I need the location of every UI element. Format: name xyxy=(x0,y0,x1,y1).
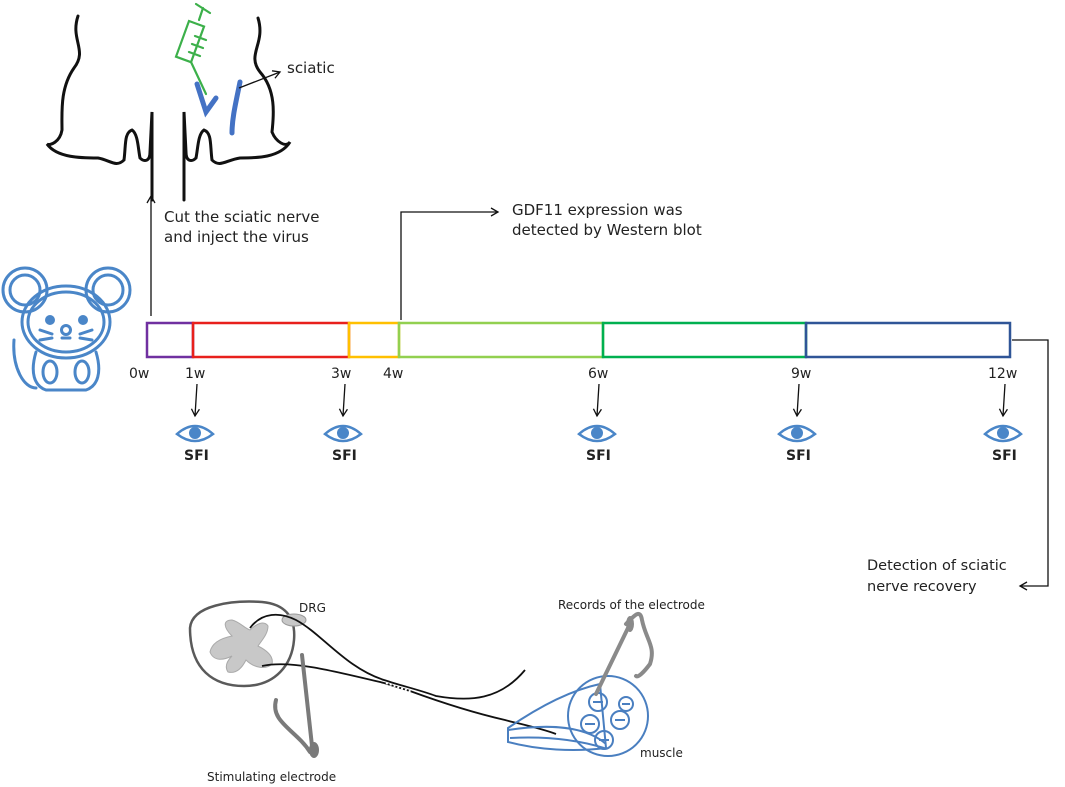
sfi-arrow-9w xyxy=(792,383,802,418)
eye-icon xyxy=(323,424,363,443)
recording-electrode-tip xyxy=(626,616,634,632)
surgery-step-line2: and inject the virus xyxy=(164,228,309,246)
timeline-segment-4w-6w xyxy=(397,321,605,359)
western-line2: detected by Western blot xyxy=(512,221,702,239)
timeline-bar xyxy=(145,321,1012,359)
nerve-fibers xyxy=(249,613,557,735)
spinal-cord-icon xyxy=(188,600,296,688)
timeline-segment-1w-3w xyxy=(191,321,351,359)
drg-label: DRG xyxy=(299,601,326,615)
tick-label-4w: 4w xyxy=(383,366,404,382)
tick-label-12w: 12w xyxy=(988,366,1018,382)
western-line1: GDF11 expression was xyxy=(512,201,683,219)
sciatic-pointer-arrow xyxy=(238,70,282,89)
stimulating-electrode-icon xyxy=(273,653,315,757)
stim-electrode-tip xyxy=(309,742,319,758)
sfi-label-6w: SFI xyxy=(586,448,611,464)
recovery-line2: nerve recovery xyxy=(867,579,977,595)
sfi-arrow-6w xyxy=(592,383,602,418)
tick-label-1w: 1w xyxy=(185,366,206,382)
sfi-arrow-3w xyxy=(338,383,348,418)
recording-electrode-icon xyxy=(594,611,654,696)
tick-label-6w: 6w xyxy=(588,366,609,382)
sfi-markers xyxy=(175,383,1023,443)
recovery-arrow xyxy=(1012,339,1049,591)
tick-label-9w: 9w xyxy=(791,366,812,382)
timeline-segment-6w-9w xyxy=(601,321,808,359)
eye-icon xyxy=(577,424,617,443)
records-label: Records of the electrode xyxy=(558,598,705,612)
eye-icon xyxy=(983,424,1023,443)
sfi-label-12w: SFI xyxy=(992,448,1017,464)
sfi-arrow-12w xyxy=(998,383,1008,418)
muscle-label: muscle xyxy=(640,746,683,760)
sfi-label-3w: SFI xyxy=(332,448,357,464)
eye-icon xyxy=(175,424,215,443)
timeline-segment-9w-12w xyxy=(804,321,1012,359)
muscle-icon xyxy=(507,675,649,757)
eye-icon xyxy=(777,424,817,443)
stim-label: Stimulating electrode xyxy=(207,770,337,784)
mouse-icon xyxy=(1,266,132,392)
timeline-segment-0w-1w xyxy=(145,321,195,359)
timeline-segment-3w-4w xyxy=(347,321,401,359)
sfi-arrow-1w xyxy=(190,383,200,418)
hindlimb-sketch xyxy=(45,14,292,202)
western-blot-arrow xyxy=(400,207,500,320)
sfi-label-9w: SFI xyxy=(786,448,811,464)
syringe-icon xyxy=(174,2,212,96)
sfi-label-1w: SFI xyxy=(184,448,209,464)
nerve-cut-mark xyxy=(385,682,413,693)
surgery-step-line1: Cut the sciatic nerve xyxy=(164,208,320,226)
tick-label-0w: 0w xyxy=(129,366,150,382)
recovery-line1: Detection of sciatic xyxy=(867,558,1007,574)
sciatic-label: sciatic xyxy=(287,59,335,77)
tick-label-3w: 3w xyxy=(331,366,352,382)
sciatic-nerve-sketch xyxy=(194,79,243,136)
